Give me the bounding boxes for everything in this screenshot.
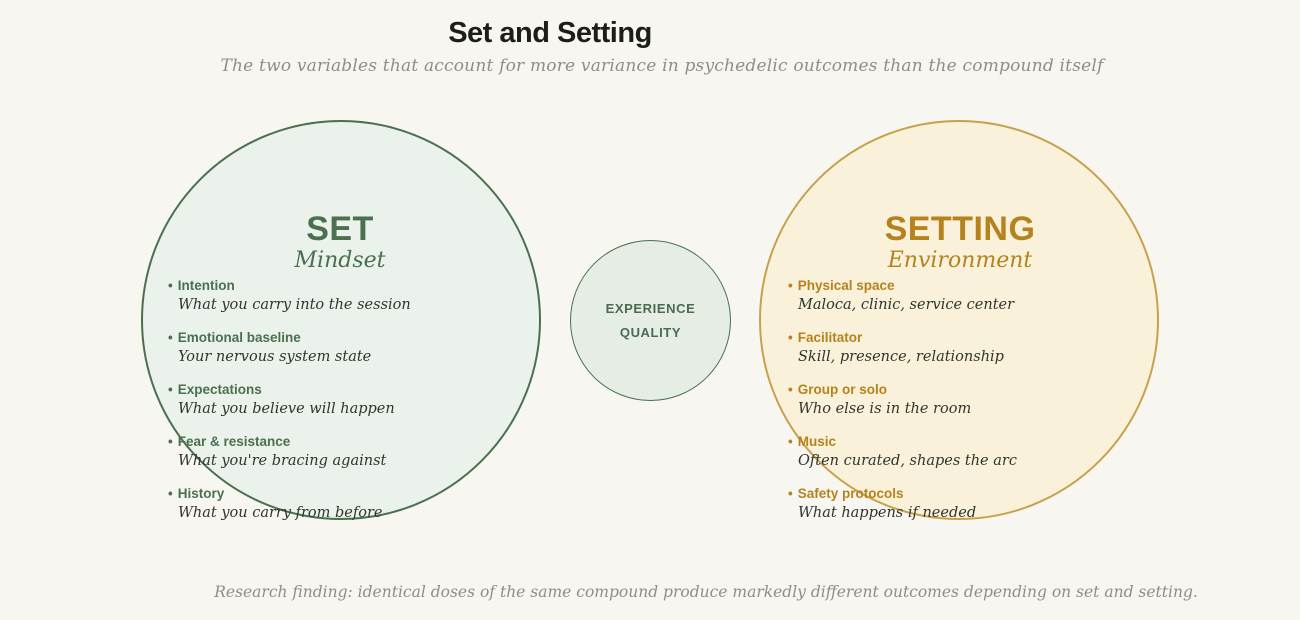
bullet-icon: • [168, 434, 173, 449]
bullet-icon: • [788, 382, 793, 397]
list-item: • Physical space Maloca, clinic, service … [788, 277, 1088, 315]
experience-quality-circle: EXPERIENCE QUALITY [570, 240, 731, 401]
item-desc: Maloca, clinic, service center [798, 297, 1015, 313]
item-label: Fear & resistance [177, 434, 291, 449]
setting-subheading: Environment [887, 248, 1033, 273]
setting-circle [759, 120, 1159, 520]
item-label: Emotional baseline [177, 330, 301, 345]
item-desc: Skill, presence, relationship [798, 349, 1004, 365]
item-label: History [177, 486, 225, 501]
item-label: Music [797, 434, 836, 449]
setting-heading: SETTING [884, 210, 1036, 248]
list-item: • Fear & resistance What you're bracing a… [168, 433, 468, 471]
page-subtitle: The two variables that account for more … [220, 56, 1104, 76]
set-heading: SET [306, 210, 374, 248]
bullet-icon: • [168, 382, 173, 397]
set-heading-block: SET Mindset [190, 211, 490, 274]
list-item: • Music Often curated, shapes the arc [788, 433, 1088, 471]
bullet-icon: • [788, 486, 793, 501]
set-circle [141, 120, 541, 520]
item-label: Intention [177, 278, 235, 293]
bullet-icon: • [168, 278, 173, 293]
bullet-icon: • [168, 486, 173, 501]
item-label: Facilitator [797, 330, 863, 345]
bullet-icon: • [168, 330, 173, 345]
item-label: Safety protocols [797, 486, 904, 501]
list-item: • History What you carry from before [168, 485, 468, 523]
item-label: Physical space [797, 278, 895, 293]
bullet-icon: • [788, 434, 793, 449]
item-desc: What you believe will happen [178, 401, 395, 417]
list-item: • Safety protocols What happens if needed [788, 485, 1088, 523]
list-item: • Emotional baseline Your nervous system … [168, 329, 468, 367]
list-item: • Intention What you carry into the sessi… [168, 277, 468, 315]
item-desc: Your nervous system state [178, 349, 372, 365]
item-label: Group or solo [797, 382, 887, 397]
bullet-icon: • [788, 330, 793, 345]
list-item: • Facilitator Skill, presence, relationsh… [788, 329, 1088, 367]
set-subheading: Mindset [294, 248, 386, 273]
bullet-icon: • [788, 278, 793, 293]
setting-heading-block: SETTING Environment [810, 211, 1110, 274]
item-desc: What you're bracing against [178, 453, 387, 469]
research-finding-footer: Research finding: identical doses of the… [214, 583, 1198, 601]
item-desc: What you carry into the session [178, 297, 411, 313]
item-desc: Often curated, shapes the arc [798, 453, 1017, 469]
list-item: • Expectations What you believe will happ… [168, 381, 468, 419]
item-label: Expectations [177, 382, 262, 397]
list-item: • Group or solo Who else is in the room [788, 381, 1088, 419]
page-title: Set and Setting [448, 17, 652, 49]
item-desc: What you carry from before [178, 505, 383, 521]
item-desc: What happens if needed [798, 505, 977, 521]
center-circle-line1: EXPERIENCE [605, 300, 696, 316]
center-circle-line2: QUALITY [619, 324, 682, 340]
item-desc: Who else is in the room [798, 401, 972, 417]
set-bullet-list: • Intention What you carry into the sessi… [168, 277, 468, 537]
setting-bullet-list: • Physical space Maloca, clinic, service … [788, 277, 1088, 537]
